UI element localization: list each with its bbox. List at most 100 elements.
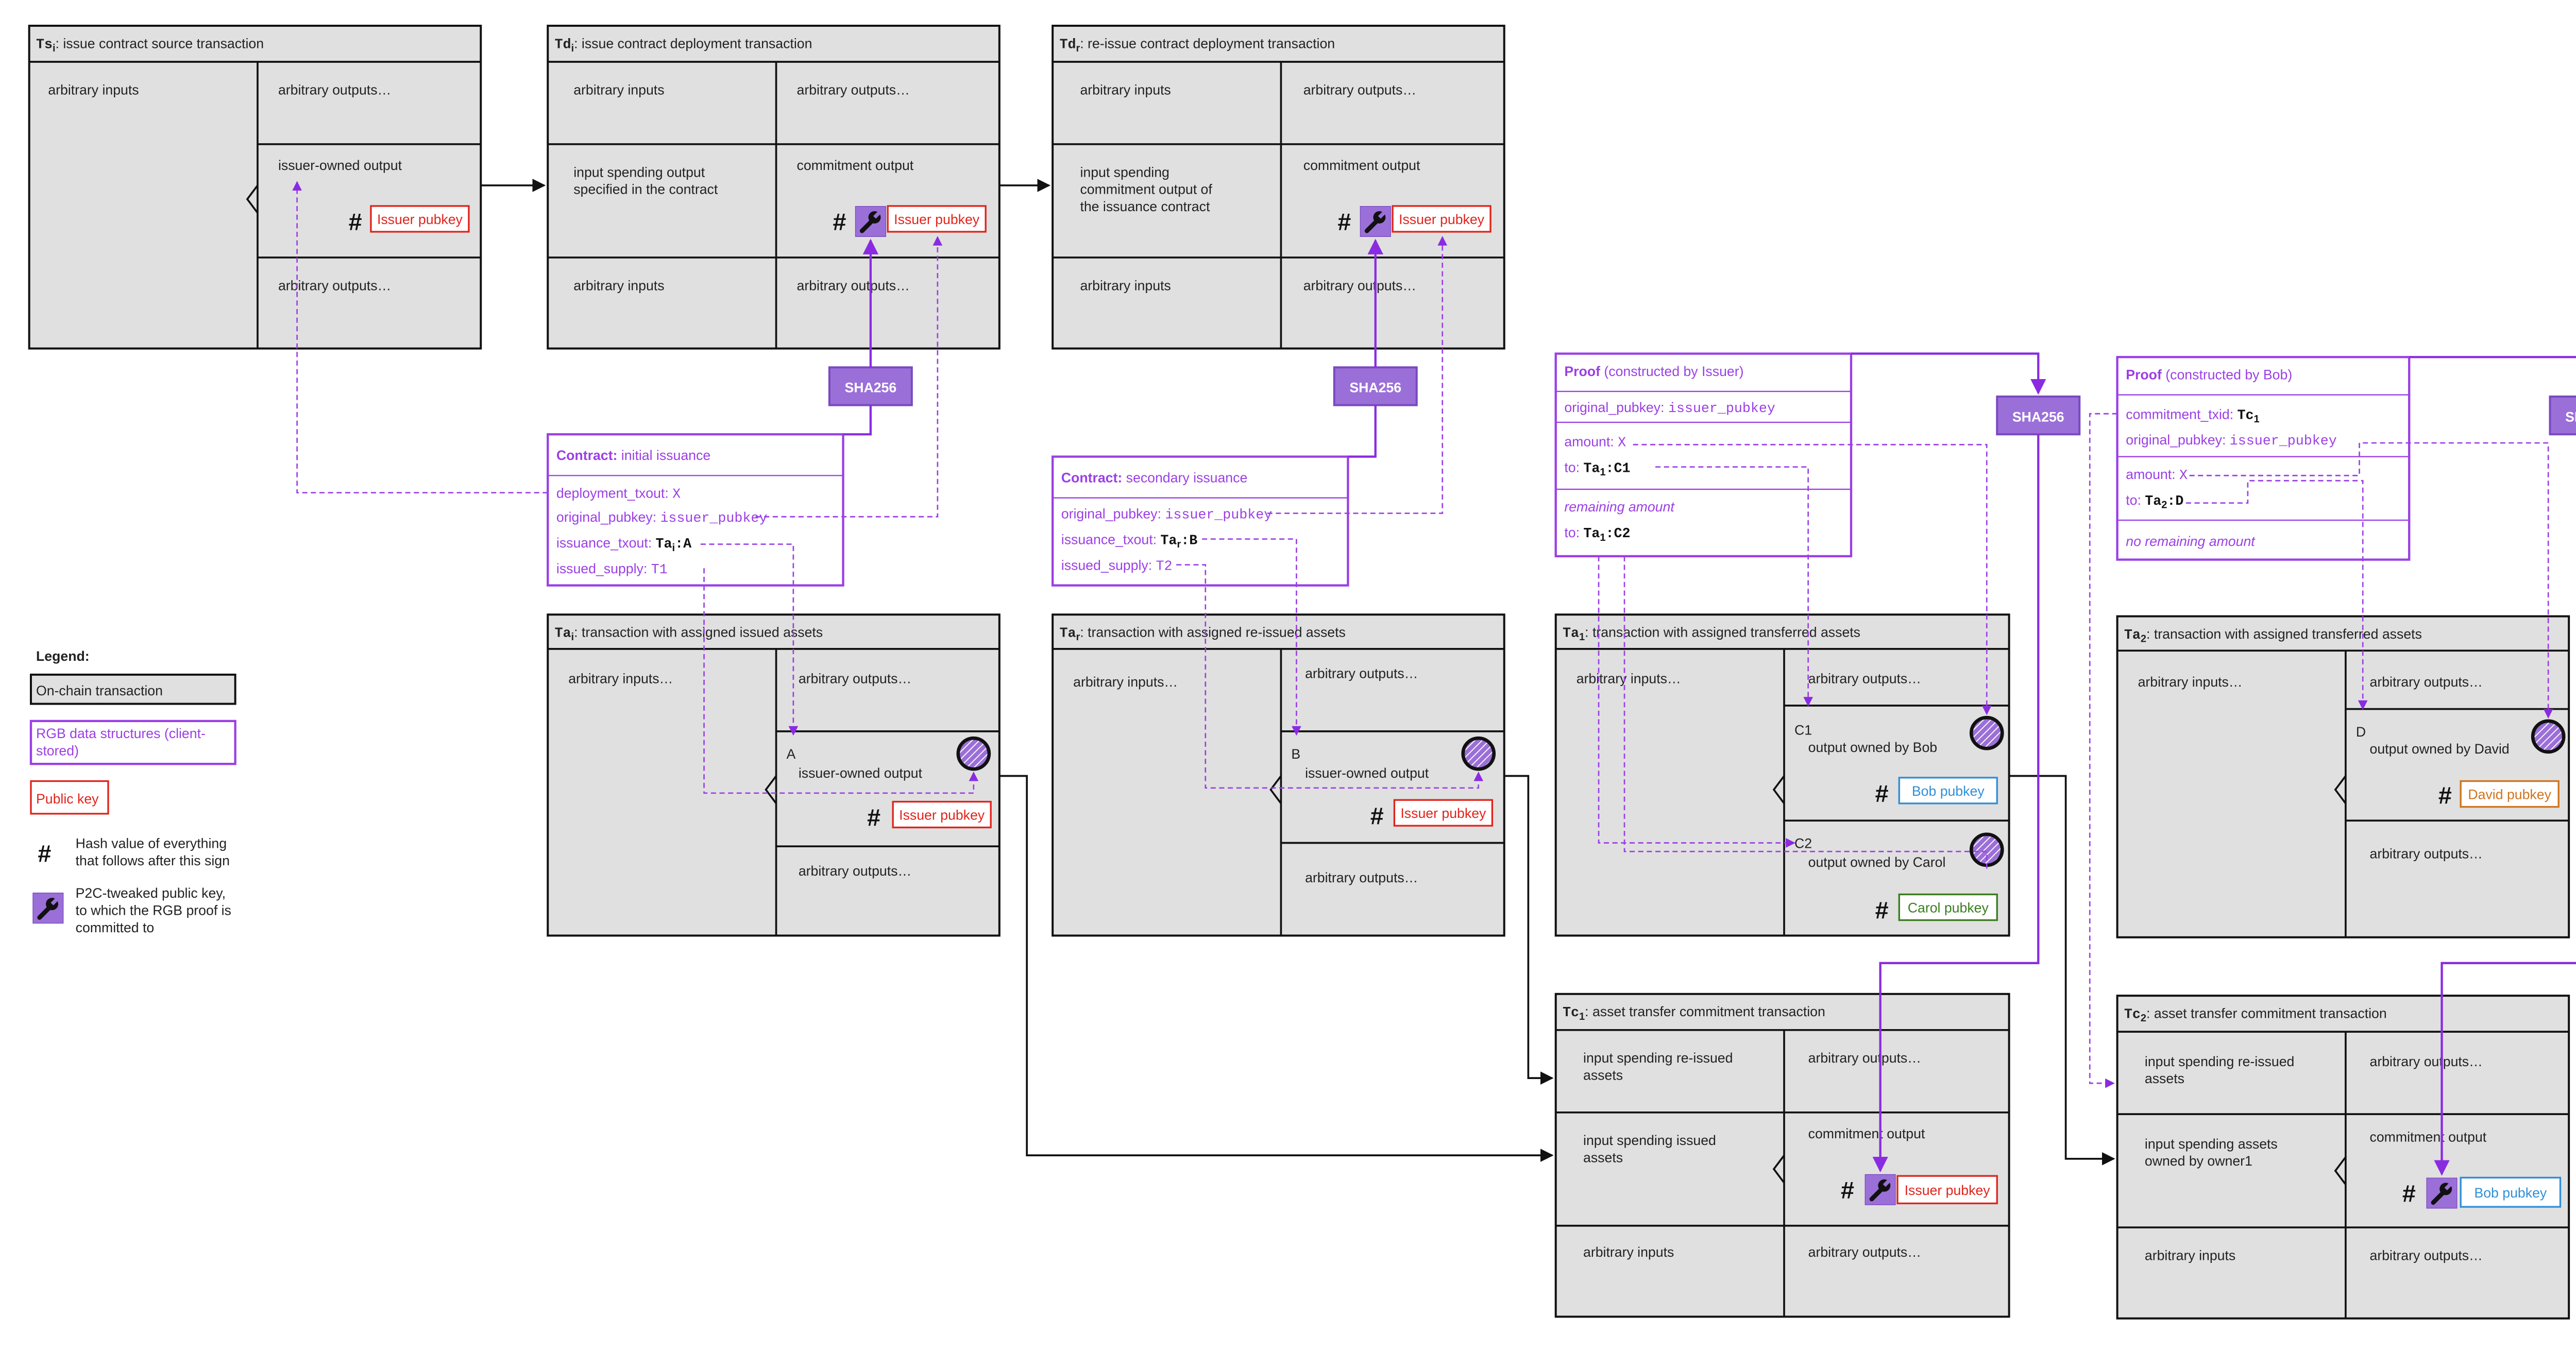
legend-onchain-swatch — [29, 673, 236, 705]
tx-ts-outputs-bottom: arbitrary outputs… — [278, 278, 391, 293]
proof-issuer-to2: to: Ta1:C2 — [1564, 525, 1630, 543]
tx-tar-issuer-output: issuer-owned output — [1305, 765, 1429, 781]
wrench-icon — [1865, 1174, 1896, 1205]
tx-tc2-outputs-top: arbitrary outputs… — [2370, 1054, 2483, 1069]
tx-tc1-input1-line1: input spending re-issued — [1583, 1050, 1733, 1066]
hash-arrow — [1872, 434, 2040, 1173]
reference-arrow — [2089, 413, 2117, 1088]
issuer-pubkey-box — [887, 205, 987, 233]
reference-arrow — [1176, 564, 1484, 789]
hash-connector — [843, 405, 872, 436]
contract-initial-issuance: Contract: initial issuance deployment_tx… — [547, 433, 844, 587]
hash-arrow — [2434, 962, 2576, 1176]
wrench-icon — [32, 893, 63, 924]
tx-tc1-title: Tc1: asset transfer commitment transacti… — [1563, 1004, 1825, 1022]
sha256-label: SHA256 — [2565, 409, 2576, 424]
tx-ta1-carol-output: output owned by Carol — [1808, 854, 1946, 870]
tx-td-input-line1: input spending output — [573, 164, 705, 180]
hash-icon: # — [1875, 897, 1889, 924]
tx-ta-reissued-assets: Tar: transaction with assigned re-issued… — [1052, 613, 1505, 937]
proof-bob-no-remaining: no remaining amount — [2126, 534, 2256, 549]
tx-ts-inputs: arbitrary inputs — [48, 82, 139, 97]
contract-initial-title: Contract: initial issuance — [556, 448, 710, 463]
legend-hash-label: Hash value of everything — [76, 836, 227, 851]
output-label-d: D — [2356, 724, 2366, 740]
tx-tdr-title: Tdr: re-issue contract deployment transa… — [1059, 36, 1335, 54]
output-label-c2: C2 — [1794, 836, 1812, 851]
hatched-circle-icon — [956, 736, 991, 771]
tx-td-reissue-deployment: Tdr: re-issue contract deployment transa… — [1052, 24, 1505, 350]
tx-ta-transferred-2: Ta2: transaction with assigned transferr… — [2116, 615, 2570, 938]
pubkey-label: Issuer pubkey — [1905, 1183, 1991, 1198]
tx-tdr-inputs-bottom: arbitrary inputs — [1080, 278, 1171, 293]
hash-icon: # — [867, 804, 880, 831]
tx-ta1-outputs-top: arbitrary outputs… — [1808, 671, 1921, 687]
tx-tc-commitment-1: Tc1: asset transfer commitment transacti… — [1554, 993, 2010, 1318]
reference-arrow — [703, 568, 979, 794]
wrench-icon — [1360, 206, 1391, 237]
pubkey-label: Bob pubkey — [1912, 783, 1985, 799]
hatched-circle-icon — [2531, 719, 2566, 754]
hash-icon: # — [38, 840, 51, 867]
tx-td-outputs-bottom: arbitrary outputs… — [797, 278, 910, 293]
tx-tar-outputs-top: arbitrary outputs… — [1305, 666, 1418, 681]
contract-secondary-original-pubkey: original_pubkey: issuer_pubkey — [1061, 506, 1273, 523]
proof-bob-original-pubkey: original_pubkey: issuer_pubkey — [2126, 432, 2337, 449]
tx-ta-transferred-1: Ta1: transaction with assigned transferr… — [1554, 613, 2010, 937]
tx-tdr-outputs-bottom: arbitrary outputs… — [1303, 278, 1416, 293]
tx-tc2-input1-line1: input spending re-issued — [2145, 1054, 2294, 1069]
sha256-box: SHA256 — [1996, 395, 2081, 436]
bob-pubkey-box — [1898, 777, 1998, 805]
legend-tweak-label: P2C-tweaked public key, — [76, 885, 226, 901]
hash-arrow — [2409, 356, 2576, 358]
sha256-label: SHA256 — [844, 380, 896, 396]
contract-secondary-title: Contract: secondary issuance — [1061, 470, 1248, 486]
issuer-pubkey-box — [892, 800, 992, 829]
legend-tweak-label: to which the RGB proof is — [76, 902, 231, 918]
proof-issuer-to: to: Ta1:C1 — [1564, 460, 1630, 478]
proof-issuer-amount: amount: X — [1564, 434, 1626, 451]
hash-icon: # — [1875, 780, 1889, 807]
tx-tdr-outputs-top: arbitrary outputs… — [1303, 82, 1416, 97]
sha256-box: SHA256 — [2549, 395, 2576, 436]
tx-tar-inputs: arbitrary inputs… — [1073, 674, 1178, 690]
tx-ta2-david-output: output owned by David — [2370, 741, 2510, 757]
flow-arrow — [999, 775, 1554, 1162]
tx-tc-commitment-2: Tc2: asset transfer commitment transacti… — [2116, 995, 2570, 1320]
proof-issuer-title: Proof (constructed by Issuer) — [1564, 364, 1743, 379]
tx-ta1-inputs: arbitrary inputs… — [1577, 671, 1681, 687]
tx-td-inputs-top: arbitrary inputs — [573, 82, 664, 97]
contract-secondary-issuance-txout: issuance_txout: Tar:B — [1061, 532, 1197, 551]
tx-td-title: Tdi: issue contract deployment transacti… — [555, 36, 812, 54]
hash-icon: # — [1841, 1176, 1854, 1203]
legend-hash-label: that follows after this sign — [76, 853, 230, 868]
contract-initial-original-pubkey: original_pubkey: issuer_pubkey — [556, 509, 768, 526]
proof-issuer: Proof (constructed by Issuer) original_p… — [1554, 352, 1853, 558]
proof-bob-amount: amount: X — [2126, 467, 2188, 484]
legend-pubkey-swatch — [30, 780, 109, 815]
contract-initial-deployment-txout: deployment_txout: X — [556, 486, 681, 503]
tx-tc1-outputs-bottom: arbitrary outputs… — [1808, 1244, 1921, 1260]
tx-ta2-title: Ta2: transaction with assigned transferr… — [2124, 626, 2422, 645]
tx-tai-issuer-output: issuer-owned output — [799, 765, 923, 781]
hash-icon: # — [349, 209, 362, 235]
output-label-c1: C1 — [1794, 723, 1812, 738]
issuer-pubkey-box — [1392, 205, 1492, 233]
tx-tc1-input1-line2: assets — [1583, 1067, 1623, 1083]
carol-pubkey-box — [1898, 893, 1998, 921]
tx-ta2-outputs-bottom: arbitrary outputs… — [2370, 846, 2483, 862]
flow-arrow — [2009, 775, 2115, 1166]
tx-tdr-input-line2: commitment output of — [1080, 182, 1212, 197]
tx-tc1-commitment-output: commitment output — [1808, 1126, 1925, 1141]
reference-arrow — [1655, 466, 1813, 707]
tx-tc2-input1-line2: assets — [2145, 1071, 2184, 1086]
tx-tdr-commitment-output: commitment output — [1303, 158, 1420, 173]
hash-connector — [1348, 405, 1377, 458]
reference-arrow — [2185, 480, 2368, 710]
tx-tai-outputs-bottom: arbitrary outputs… — [799, 863, 911, 879]
hatched-circle-icon — [1461, 736, 1496, 771]
sha256-label: SHA256 — [2012, 409, 2064, 424]
hash-icon: # — [833, 209, 846, 235]
tx-tar-title: Tar: transaction with assigned re-issued… — [1059, 625, 1345, 643]
